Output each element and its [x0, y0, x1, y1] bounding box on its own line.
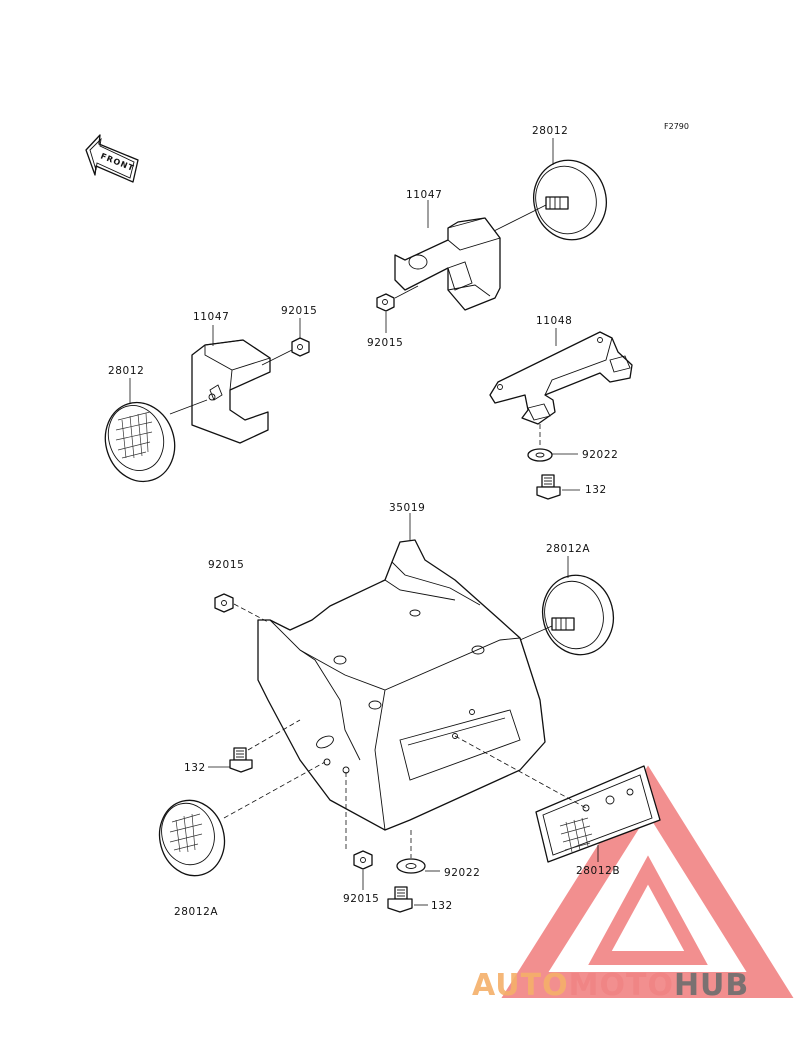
label-28012A-left: 28012A: [174, 906, 218, 918]
lower-nut-92015: [353, 850, 373, 870]
watermark-hub: HUB: [674, 968, 749, 1003]
label-92015-left: 92015: [281, 305, 317, 317]
label-132-upper: 132: [585, 484, 607, 496]
watermark-auto: AUTO: [472, 968, 569, 1003]
rear-reflector-28012B: [535, 765, 661, 863]
top-nut-92015: [376, 293, 395, 312]
label-28012B: 28012B: [576, 865, 620, 877]
left-reflector-28012: [104, 401, 176, 483]
license-plate-housing-35019: [257, 539, 546, 831]
watermark-logo-triangle: [501, 765, 794, 998]
watermark-moto: MOTO: [569, 968, 674, 1003]
label-28012-top: 28012: [532, 125, 568, 137]
figure-code: F2790: [664, 122, 689, 131]
label-92015-mid: 92015: [208, 559, 244, 571]
lower-bolt-132: [387, 886, 413, 913]
front-direction-arrow: FRONT: [85, 134, 139, 183]
mid-nut-92015: [214, 593, 234, 613]
svg-text:AUTOMOTOHUB: AUTOMOTOHUB: [472, 968, 749, 1003]
label-92022-upper: 92022: [582, 449, 618, 461]
top-reflector-28012: [533, 159, 607, 241]
right-reflector-28012A: [541, 574, 615, 656]
label-11047-top: 11047: [406, 189, 442, 201]
label-132-left: 132: [184, 762, 206, 774]
label-28012A-right: 28012A: [546, 543, 590, 555]
label-92015-top: 92015: [367, 337, 403, 349]
upper-washer-92022: [527, 448, 553, 462]
lower-washer-92022: [396, 858, 426, 874]
left-reflector-28012A: [158, 799, 226, 877]
label-11048: 11048: [536, 315, 572, 327]
label-11047-left: 11047: [193, 311, 229, 323]
left-bracket-11047: [191, 339, 272, 444]
left-nut-92015: [291, 337, 310, 357]
label-92022-lower: 92022: [444, 867, 480, 879]
label-92015-lower: 92015: [343, 893, 379, 905]
label-132-lower: 132: [431, 900, 453, 912]
upper-bolt-132: [536, 474, 561, 500]
left-bolt-132: [229, 747, 253, 773]
watermark-logo-text: AUTOMOTOHUB: [472, 968, 749, 1003]
label-35019: 35019: [389, 502, 425, 514]
label-28012-left: 28012: [108, 365, 144, 377]
bracket-11048: [489, 331, 633, 425]
top-bracket-11047: [394, 217, 501, 311]
